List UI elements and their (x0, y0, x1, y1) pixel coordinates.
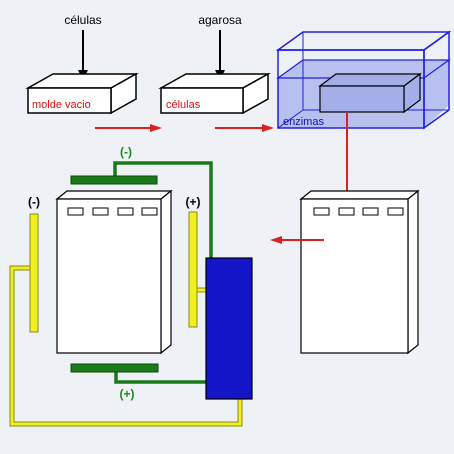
red-arrow-1-head (150, 124, 162, 132)
cells-mold-label: células (166, 99, 201, 111)
electrode-top-neg (70, 175, 158, 185)
agarose-label: agarosa (198, 13, 242, 27)
empty-mold-label: molde vacio (32, 99, 91, 111)
electrode-bottom-pos (70, 363, 159, 373)
cells-label: células (64, 13, 101, 27)
neg-top-label: (-) (120, 145, 132, 159)
gel-left (55, 189, 173, 355)
pos-right-label: (+) (186, 195, 201, 209)
yellow-wire-fill (10, 266, 242, 426)
electrode-right-pos (188, 211, 198, 328)
enzymes-label: enzimas (283, 116, 324, 128)
pos-bottom-label: (+) (120, 387, 135, 401)
submerged-block (318, 72, 422, 114)
gel-right (299, 189, 420, 355)
power-supply (205, 257, 253, 400)
gel-right-wells (313, 207, 404, 216)
red-arrow-left-head (270, 236, 282, 244)
red-arrow-2-head (262, 124, 274, 132)
electrode-left-neg (29, 213, 39, 333)
cells-mold (158, 72, 271, 115)
green-wire-bottom (114, 372, 207, 384)
empty-mold (25, 72, 139, 115)
neg-left-label: (-) (28, 195, 40, 209)
green-wire-top (113, 161, 213, 260)
gel-left-wells (67, 207, 158, 216)
